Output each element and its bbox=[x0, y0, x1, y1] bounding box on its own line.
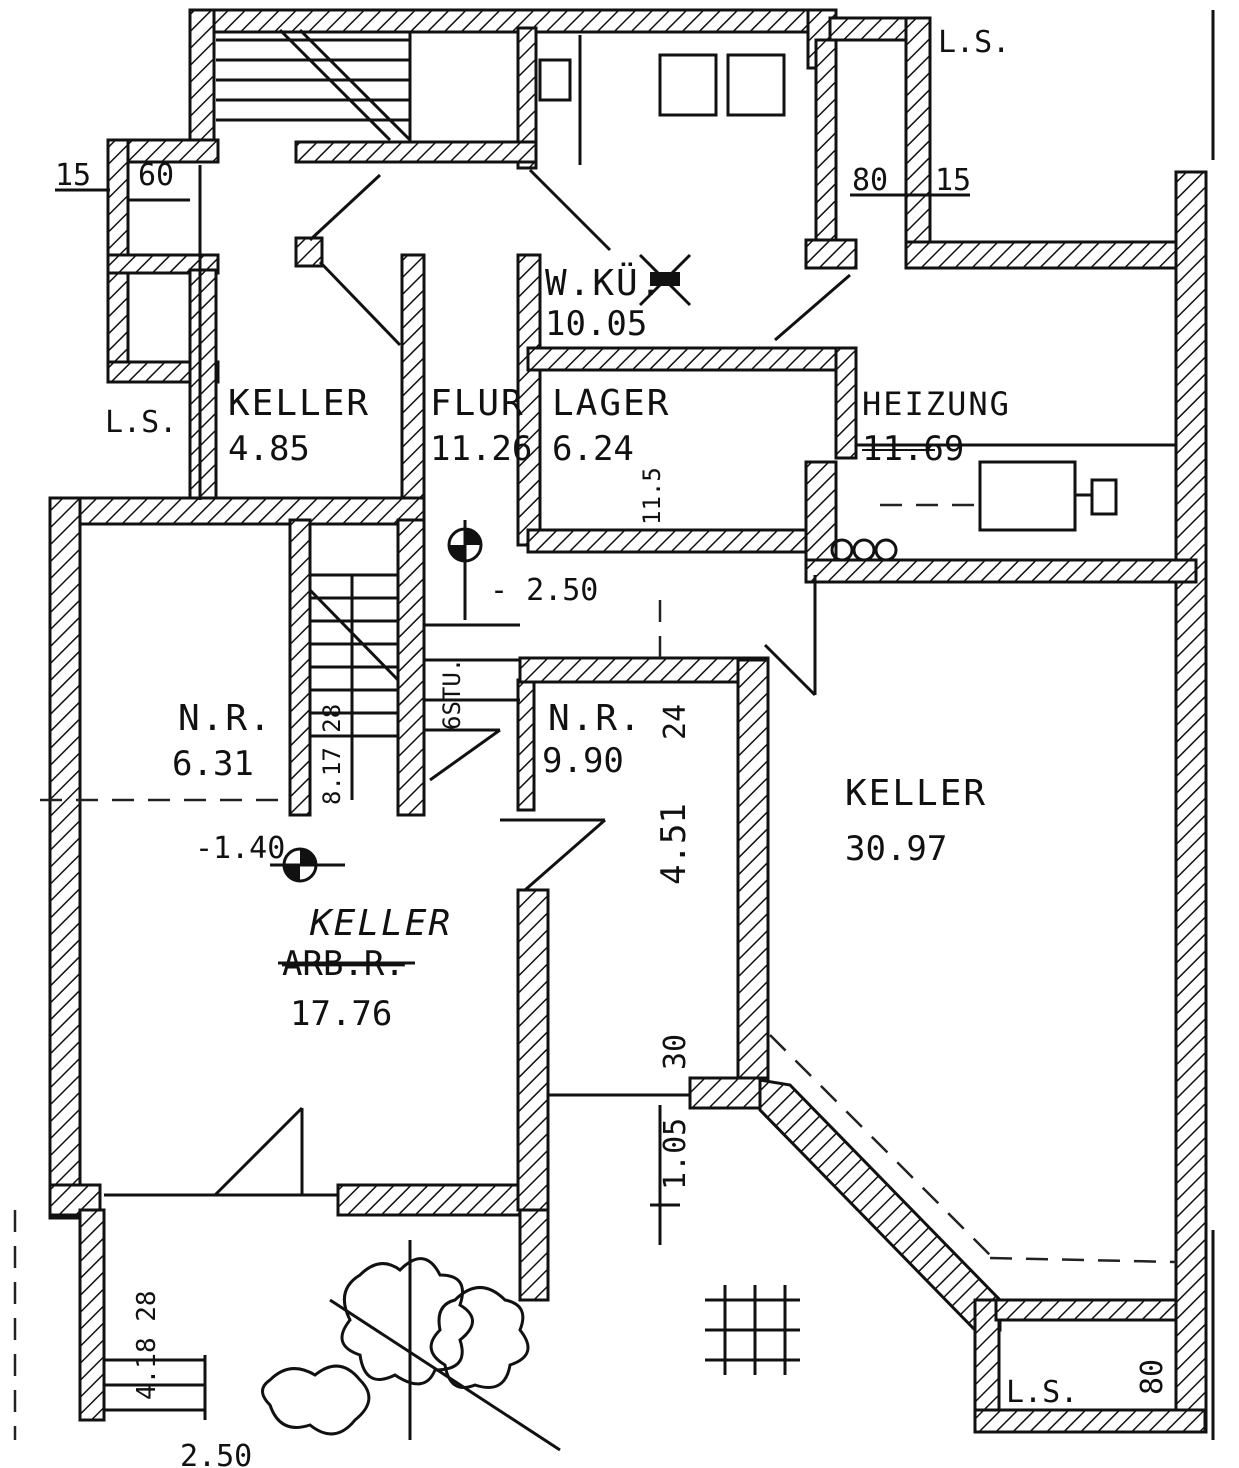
dim-1-40: -1.40 bbox=[195, 831, 285, 866]
flur-area: 11.26 bbox=[430, 429, 532, 469]
wall-heizung-top bbox=[904, 240, 1198, 270]
keller-arb-area: 17.76 bbox=[290, 994, 392, 1034]
lower-stair bbox=[308, 573, 520, 800]
wall-south-mid bbox=[336, 1183, 550, 1217]
nr-left-name: N.R. bbox=[178, 698, 273, 739]
wall-nr-mid-left-upper bbox=[516, 678, 536, 812]
dim-80-top: 80 bbox=[852, 163, 888, 198]
nr-left-area: 6.31 bbox=[172, 744, 254, 784]
keller-big-name: KELLER bbox=[845, 773, 987, 814]
ls-top-label: L.S. bbox=[938, 25, 1010, 60]
keller-big-area: 30.97 bbox=[845, 829, 947, 869]
dim-15-right: 15 bbox=[935, 163, 971, 198]
shrub-icon bbox=[261, 1364, 371, 1436]
wall-bay-diagonal bbox=[758, 1078, 1002, 1332]
wall-entry-right bbox=[518, 1208, 550, 1302]
wall-lager-top bbox=[526, 346, 854, 372]
details bbox=[13, 10, 1215, 1452]
keller-arb-name: KELLER bbox=[309, 903, 452, 944]
wall-top bbox=[188, 8, 832, 34]
dim-11-5: 11.5 bbox=[638, 467, 666, 525]
wall-wku-right bbox=[814, 38, 838, 252]
wall-stair2-right bbox=[396, 518, 426, 817]
wall-stair-right bbox=[516, 26, 538, 170]
wall-nr-mid-left-lower bbox=[516, 888, 550, 1212]
lager-name: LAGER bbox=[552, 383, 670, 424]
sink-icon bbox=[538, 58, 572, 102]
dim-4-51: 4.51 bbox=[654, 803, 694, 885]
dim-1-05: 1.05 bbox=[658, 1118, 693, 1190]
shrub-icon bbox=[340, 1257, 474, 1386]
flur-name: FLUR bbox=[430, 383, 525, 424]
wall-nr-mid-right bbox=[736, 658, 770, 1082]
dim-60: 60 bbox=[138, 158, 174, 193]
wall-lager-right bbox=[834, 346, 858, 460]
wall-top-left-stair bbox=[188, 8, 216, 162]
wall-flur-left bbox=[400, 253, 426, 507]
nr-mid-name: N.R. bbox=[548, 698, 643, 739]
upper-stair bbox=[216, 28, 412, 142]
dim-4-18-28: 4.18 28 bbox=[132, 1290, 162, 1400]
wall-nr-mid-top bbox=[518, 656, 770, 684]
cross-marks bbox=[705, 1285, 800, 1375]
keller-small-name: KELLER bbox=[228, 383, 370, 424]
washer-icon bbox=[658, 53, 718, 117]
labels: L.S. L.S. L.S. 15 60 80 15 W.KÜ. 10.05 K… bbox=[55, 25, 1170, 1468]
wall-bay-left bbox=[973, 1298, 1001, 1432]
wall-bay-bottom bbox=[973, 1408, 1207, 1434]
wall-stair-bottom bbox=[294, 140, 538, 164]
ls-bottom-label: L.S. bbox=[1006, 1375, 1078, 1410]
wall-flur-stub-left bbox=[294, 236, 324, 268]
dim-30: 30 bbox=[658, 1034, 693, 1070]
keller-small-area: 4.85 bbox=[228, 429, 310, 469]
dim-24: 24 bbox=[658, 704, 693, 740]
floor-drain-icon bbox=[638, 253, 692, 307]
wall-nr-mid-bottom bbox=[688, 1076, 770, 1110]
wall-nr-left-top bbox=[48, 496, 426, 526]
wku-name: W.KÜ. bbox=[545, 262, 663, 304]
wall-east bbox=[1174, 170, 1208, 1434]
wall-keller-small-left bbox=[188, 268, 218, 502]
ls-left-label: L.S. bbox=[105, 405, 177, 440]
dim-8-17-28: 8.17 28 bbox=[318, 704, 346, 805]
dim-80-bottom: 80 bbox=[1135, 1359, 1170, 1395]
dryer-icon bbox=[726, 53, 786, 117]
heizung-name: HEIZUNG bbox=[862, 385, 1011, 423]
pipe-icon bbox=[852, 538, 876, 562]
shrub-icon bbox=[429, 1286, 530, 1389]
dim-2-50-bottom: 2.50 bbox=[180, 1439, 252, 1468]
nr-mid-area: 9.90 bbox=[542, 741, 624, 781]
wall-heizung-bottom bbox=[804, 558, 1198, 584]
wall-lager-bottom bbox=[526, 528, 830, 554]
dim-2-50: - 2.50 bbox=[490, 573, 598, 608]
lager-area: 6.24 bbox=[552, 429, 634, 469]
pipe-icon bbox=[830, 538, 854, 562]
dim-6-stu: 6STU. bbox=[438, 658, 466, 730]
pipe-icon bbox=[874, 538, 898, 562]
walls bbox=[48, 8, 1208, 1434]
wall-west bbox=[48, 496, 82, 1220]
dim-15-left: 15 bbox=[55, 158, 91, 193]
wall-bay-top bbox=[994, 1298, 1178, 1322]
wall-wku-corner bbox=[804, 238, 858, 270]
entry-stair bbox=[104, 1355, 207, 1420]
level-marker-icon bbox=[270, 847, 345, 883]
wall-stair2-left bbox=[288, 518, 312, 817]
wall-entry-left bbox=[78, 1208, 106, 1422]
level-marker-icon bbox=[447, 520, 483, 620]
wku-area: 10.05 bbox=[545, 304, 647, 344]
boiler-icon bbox=[978, 460, 1077, 532]
wall-ls-right bbox=[904, 16, 932, 270]
